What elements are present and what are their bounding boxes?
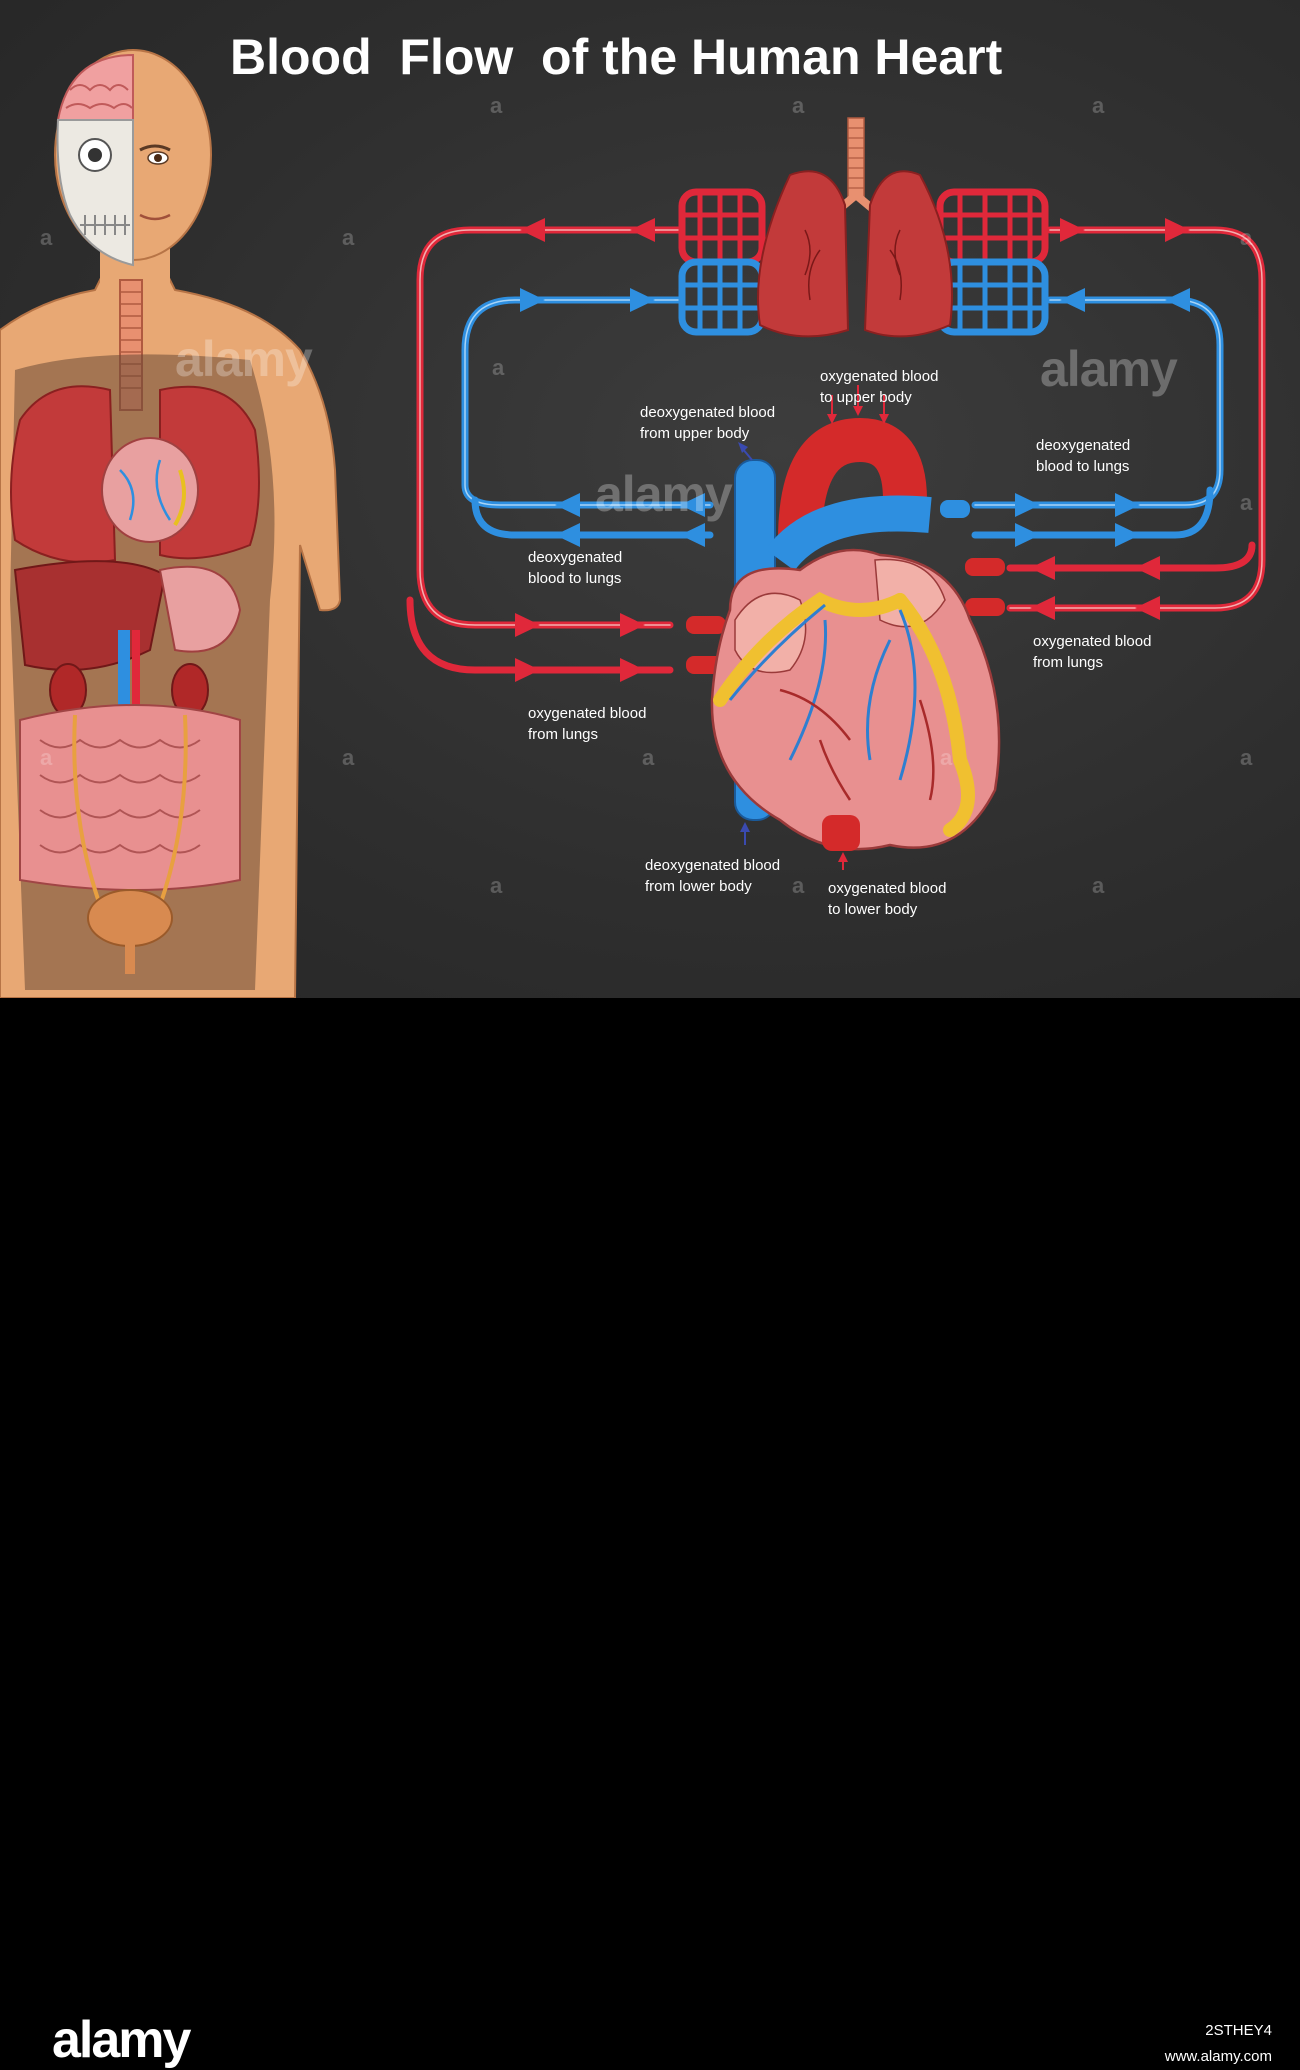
- watermark: alamy: [175, 330, 312, 388]
- diagram-canvas: alamy alamy alamy a a a a a a a a a a a …: [0, 0, 1300, 998]
- watermark: alamy: [1040, 340, 1177, 398]
- footer-image-info: 2STHEY4 www.alamy.com: [1165, 2018, 1272, 2070]
- stock-footer: alamy 2STHEY4 www.alamy.com: [0, 998, 1300, 1088]
- watermark-mark: a: [490, 873, 502, 899]
- footer-site-link[interactable]: www.alamy.com: [1165, 2044, 1272, 2070]
- watermark-mark: a: [342, 225, 354, 251]
- footer-image-id: 2STHEY4: [1165, 2018, 1272, 2044]
- watermark-mark: a: [1240, 745, 1252, 771]
- watermark-mark: a: [40, 225, 52, 251]
- watermark-mark: a: [490, 93, 502, 119]
- watermark-mark: a: [492, 355, 504, 381]
- heart-illustration: [686, 420, 1005, 851]
- diagram-title: Blood Flow of the Human Heart: [230, 28, 1002, 86]
- watermark-mark: a: [1092, 873, 1104, 899]
- watermark-mark: a: [1240, 225, 1252, 251]
- watermark-mark: a: [642, 745, 654, 771]
- lung-capillary-beds: [682, 192, 1045, 332]
- watermark-mark: a: [940, 745, 952, 771]
- watermark-mark: a: [40, 745, 52, 771]
- watermark-mark: a: [1092, 93, 1104, 119]
- watermark-mark: a: [792, 93, 804, 119]
- watermark-mark: a: [792, 873, 804, 899]
- footer-logo[interactable]: alamy: [52, 2010, 189, 2070]
- lungs-illustration: [758, 118, 952, 336]
- watermark: alamy: [595, 465, 732, 523]
- watermark-mark: a: [1240, 490, 1252, 516]
- watermark-mark: a: [342, 745, 354, 771]
- human-body-illustration: [0, 50, 340, 998]
